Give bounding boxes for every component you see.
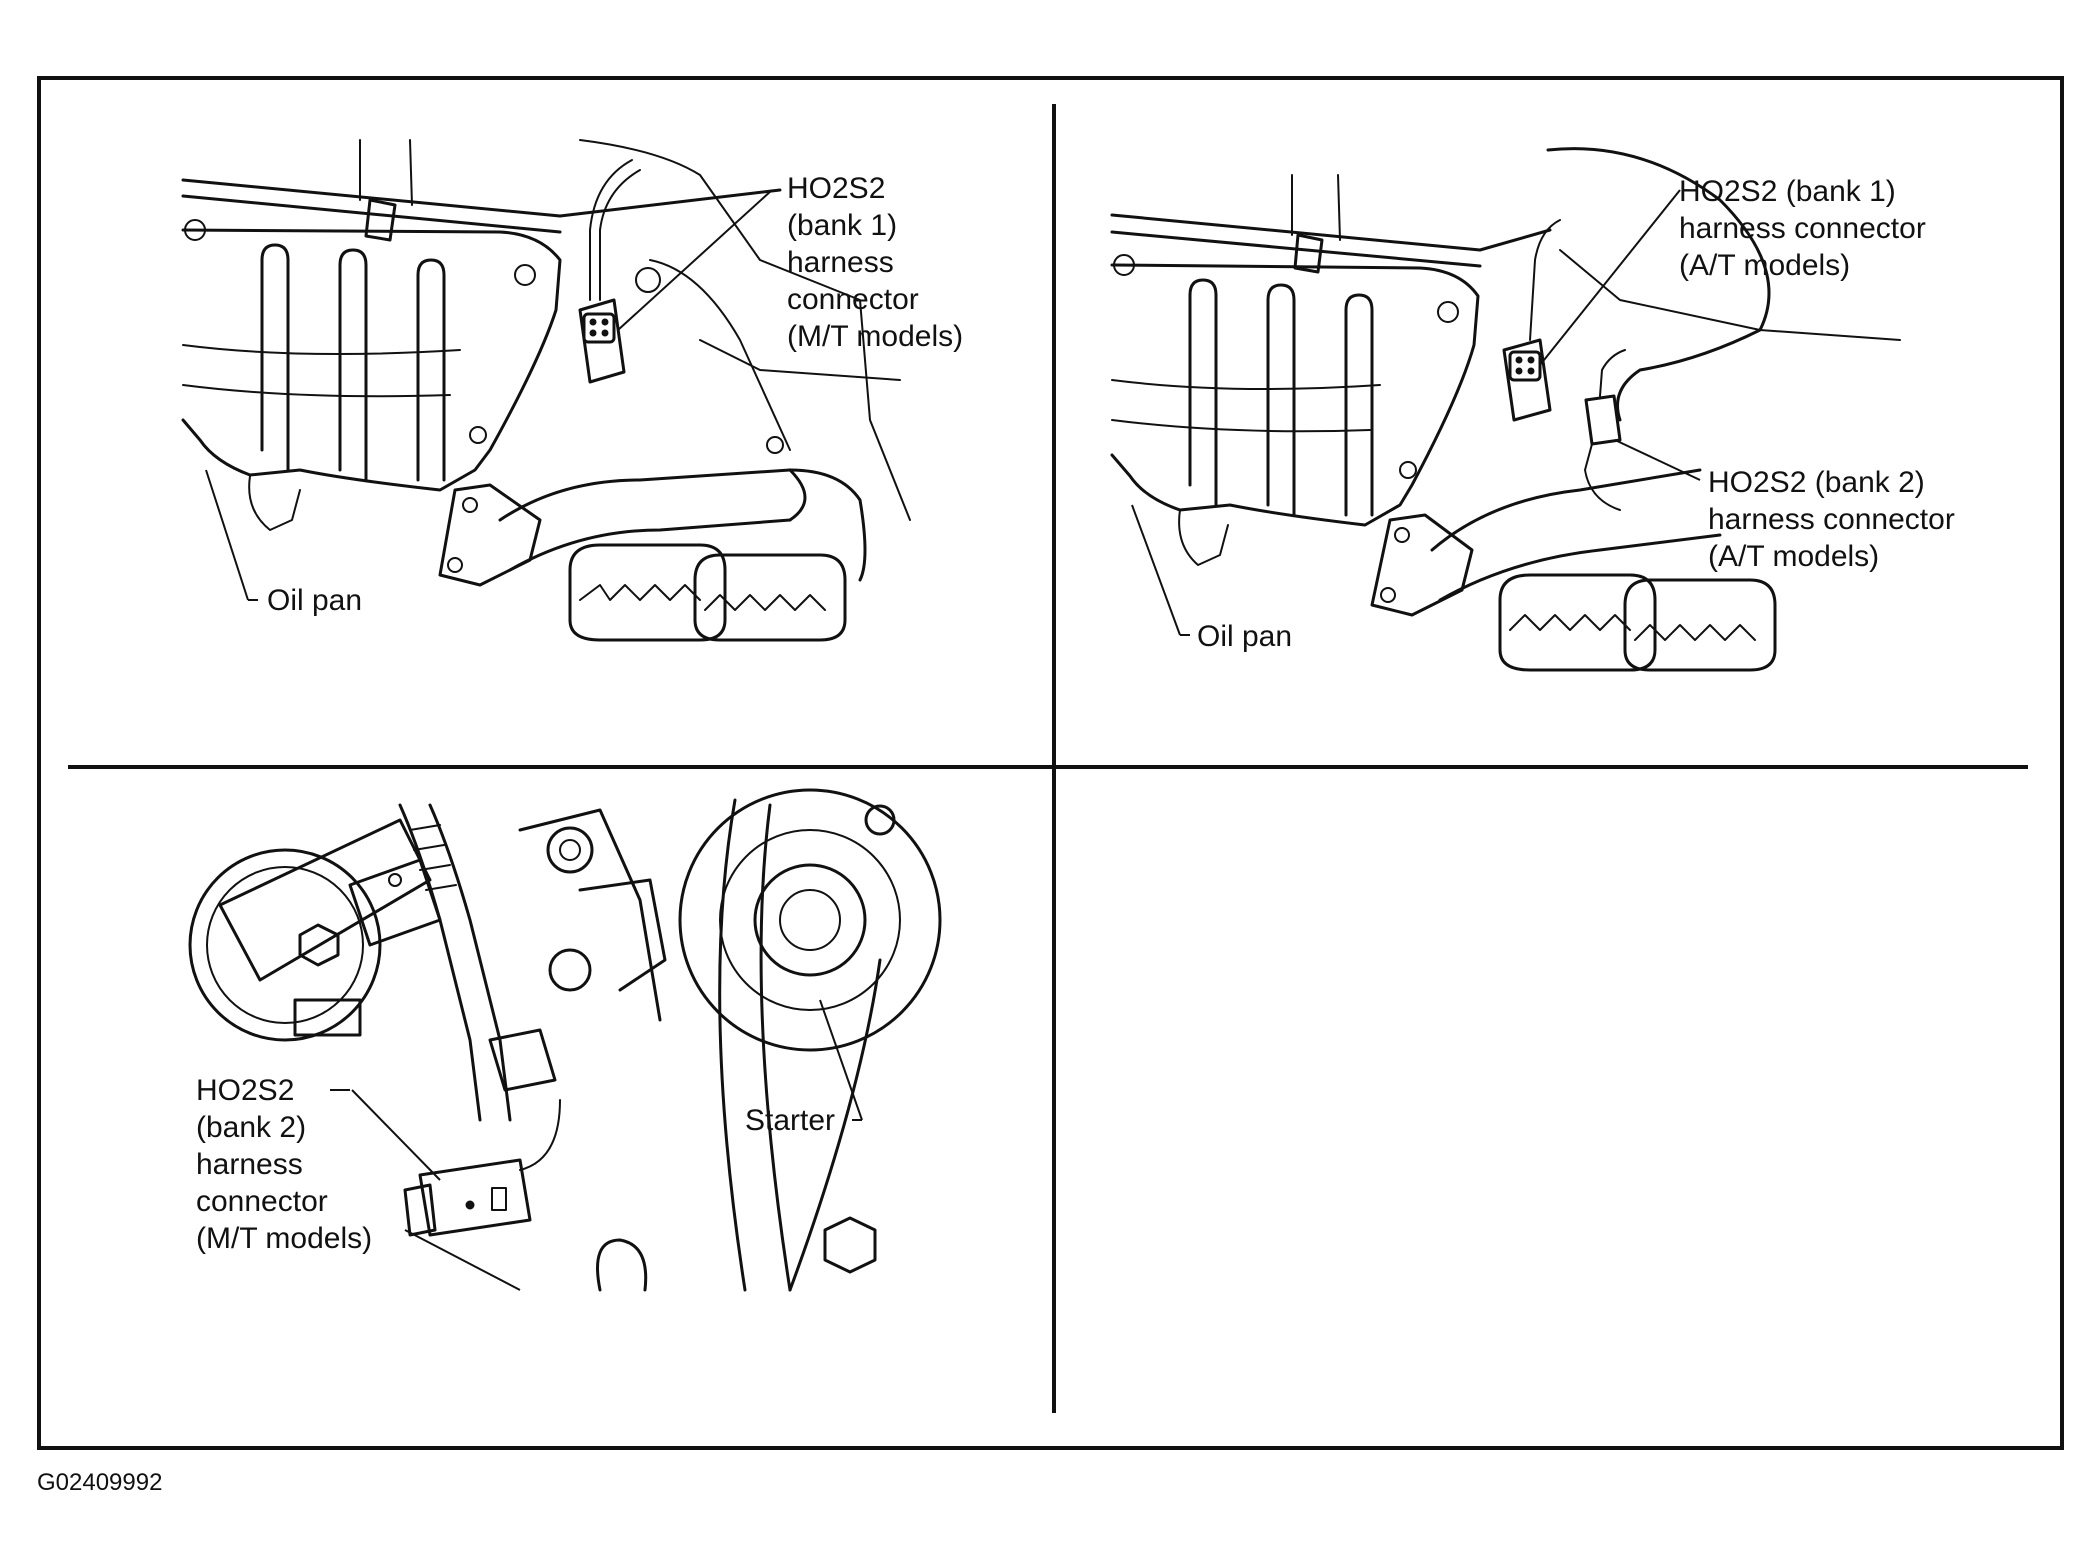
figure-id: G02409992: [37, 1469, 163, 1496]
tl-oil-pan-label: Oil pan: [267, 584, 363, 617]
panel-top-right-drawing: [1110, 147, 1901, 672]
panel-bottom-left-drawing: [188, 788, 942, 1292]
tr-bank2-label: HO2S2 (bank 2) harness connector (A/T mo…: [1708, 466, 1955, 573]
outer-border: [37, 76, 2064, 1450]
bl-connector-label: HO2S2 (bank 2) harness connector (M/T mo…: [196, 1074, 373, 1255]
tr-oil-pan-label: Oil pan: [1197, 620, 1293, 653]
bl-starter-label: Starter: [745, 1104, 836, 1137]
tr-bank1-label: HO2S2 (bank 1) harness connector (A/T mo…: [1679, 175, 1926, 282]
panel-top-left-drawing: [181, 139, 911, 642]
tl-connector-label: HO2S2 (bank 1) harness connector (M/T mo…: [787, 172, 964, 353]
